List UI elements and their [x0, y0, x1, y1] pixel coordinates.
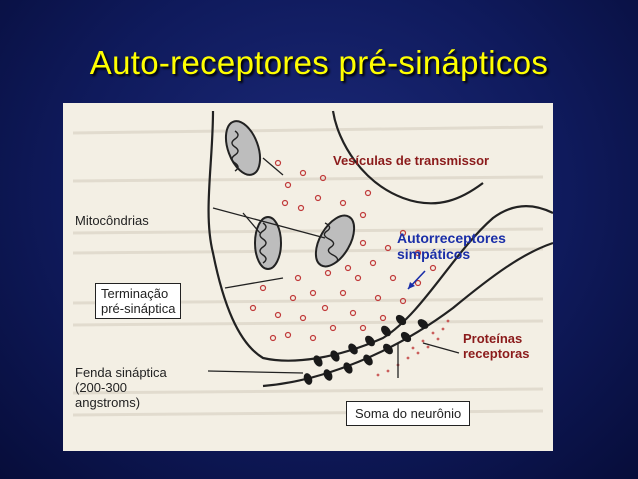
autoreceptors-line1: Autorreceptores — [397, 230, 506, 246]
synapse-diagram: Vesículas de transmissor Mitocôndrias Te… — [63, 103, 553, 451]
synaptic-cleft-line1: Fenda sináptica — [75, 365, 167, 380]
receptor-proteins-line1: Proteínas — [463, 331, 529, 346]
receptor-proteins-line2: receptoras — [463, 346, 529, 361]
synaptic-cleft-line3: angstroms) — [75, 395, 167, 410]
neuron-soma-label: Soma do neurônio — [346, 401, 470, 426]
autoreceptors-label: Autorreceptores simpáticos — [397, 230, 506, 262]
mitochondria-label: Mitocôndrias — [75, 213, 149, 228]
vesicles-label: Vesículas de transmissor — [333, 153, 489, 168]
presynaptic-terminal-line1: Terminação — [101, 286, 175, 301]
synaptic-cleft-label: Fenda sináptica (200-300 angstroms) — [75, 365, 167, 410]
autoreceptors-line2: simpáticos — [397, 246, 506, 262]
receptor-proteins-label: Proteínas receptoras — [463, 331, 529, 361]
presynaptic-terminal-line2: pré-sináptica — [101, 301, 175, 316]
presynaptic-terminal-label: Terminação pré-sináptica — [95, 283, 181, 319]
synaptic-cleft-line2: (200-300 — [75, 380, 167, 395]
slide-title: Auto-receptores pré-sinápticos — [0, 44, 638, 82]
